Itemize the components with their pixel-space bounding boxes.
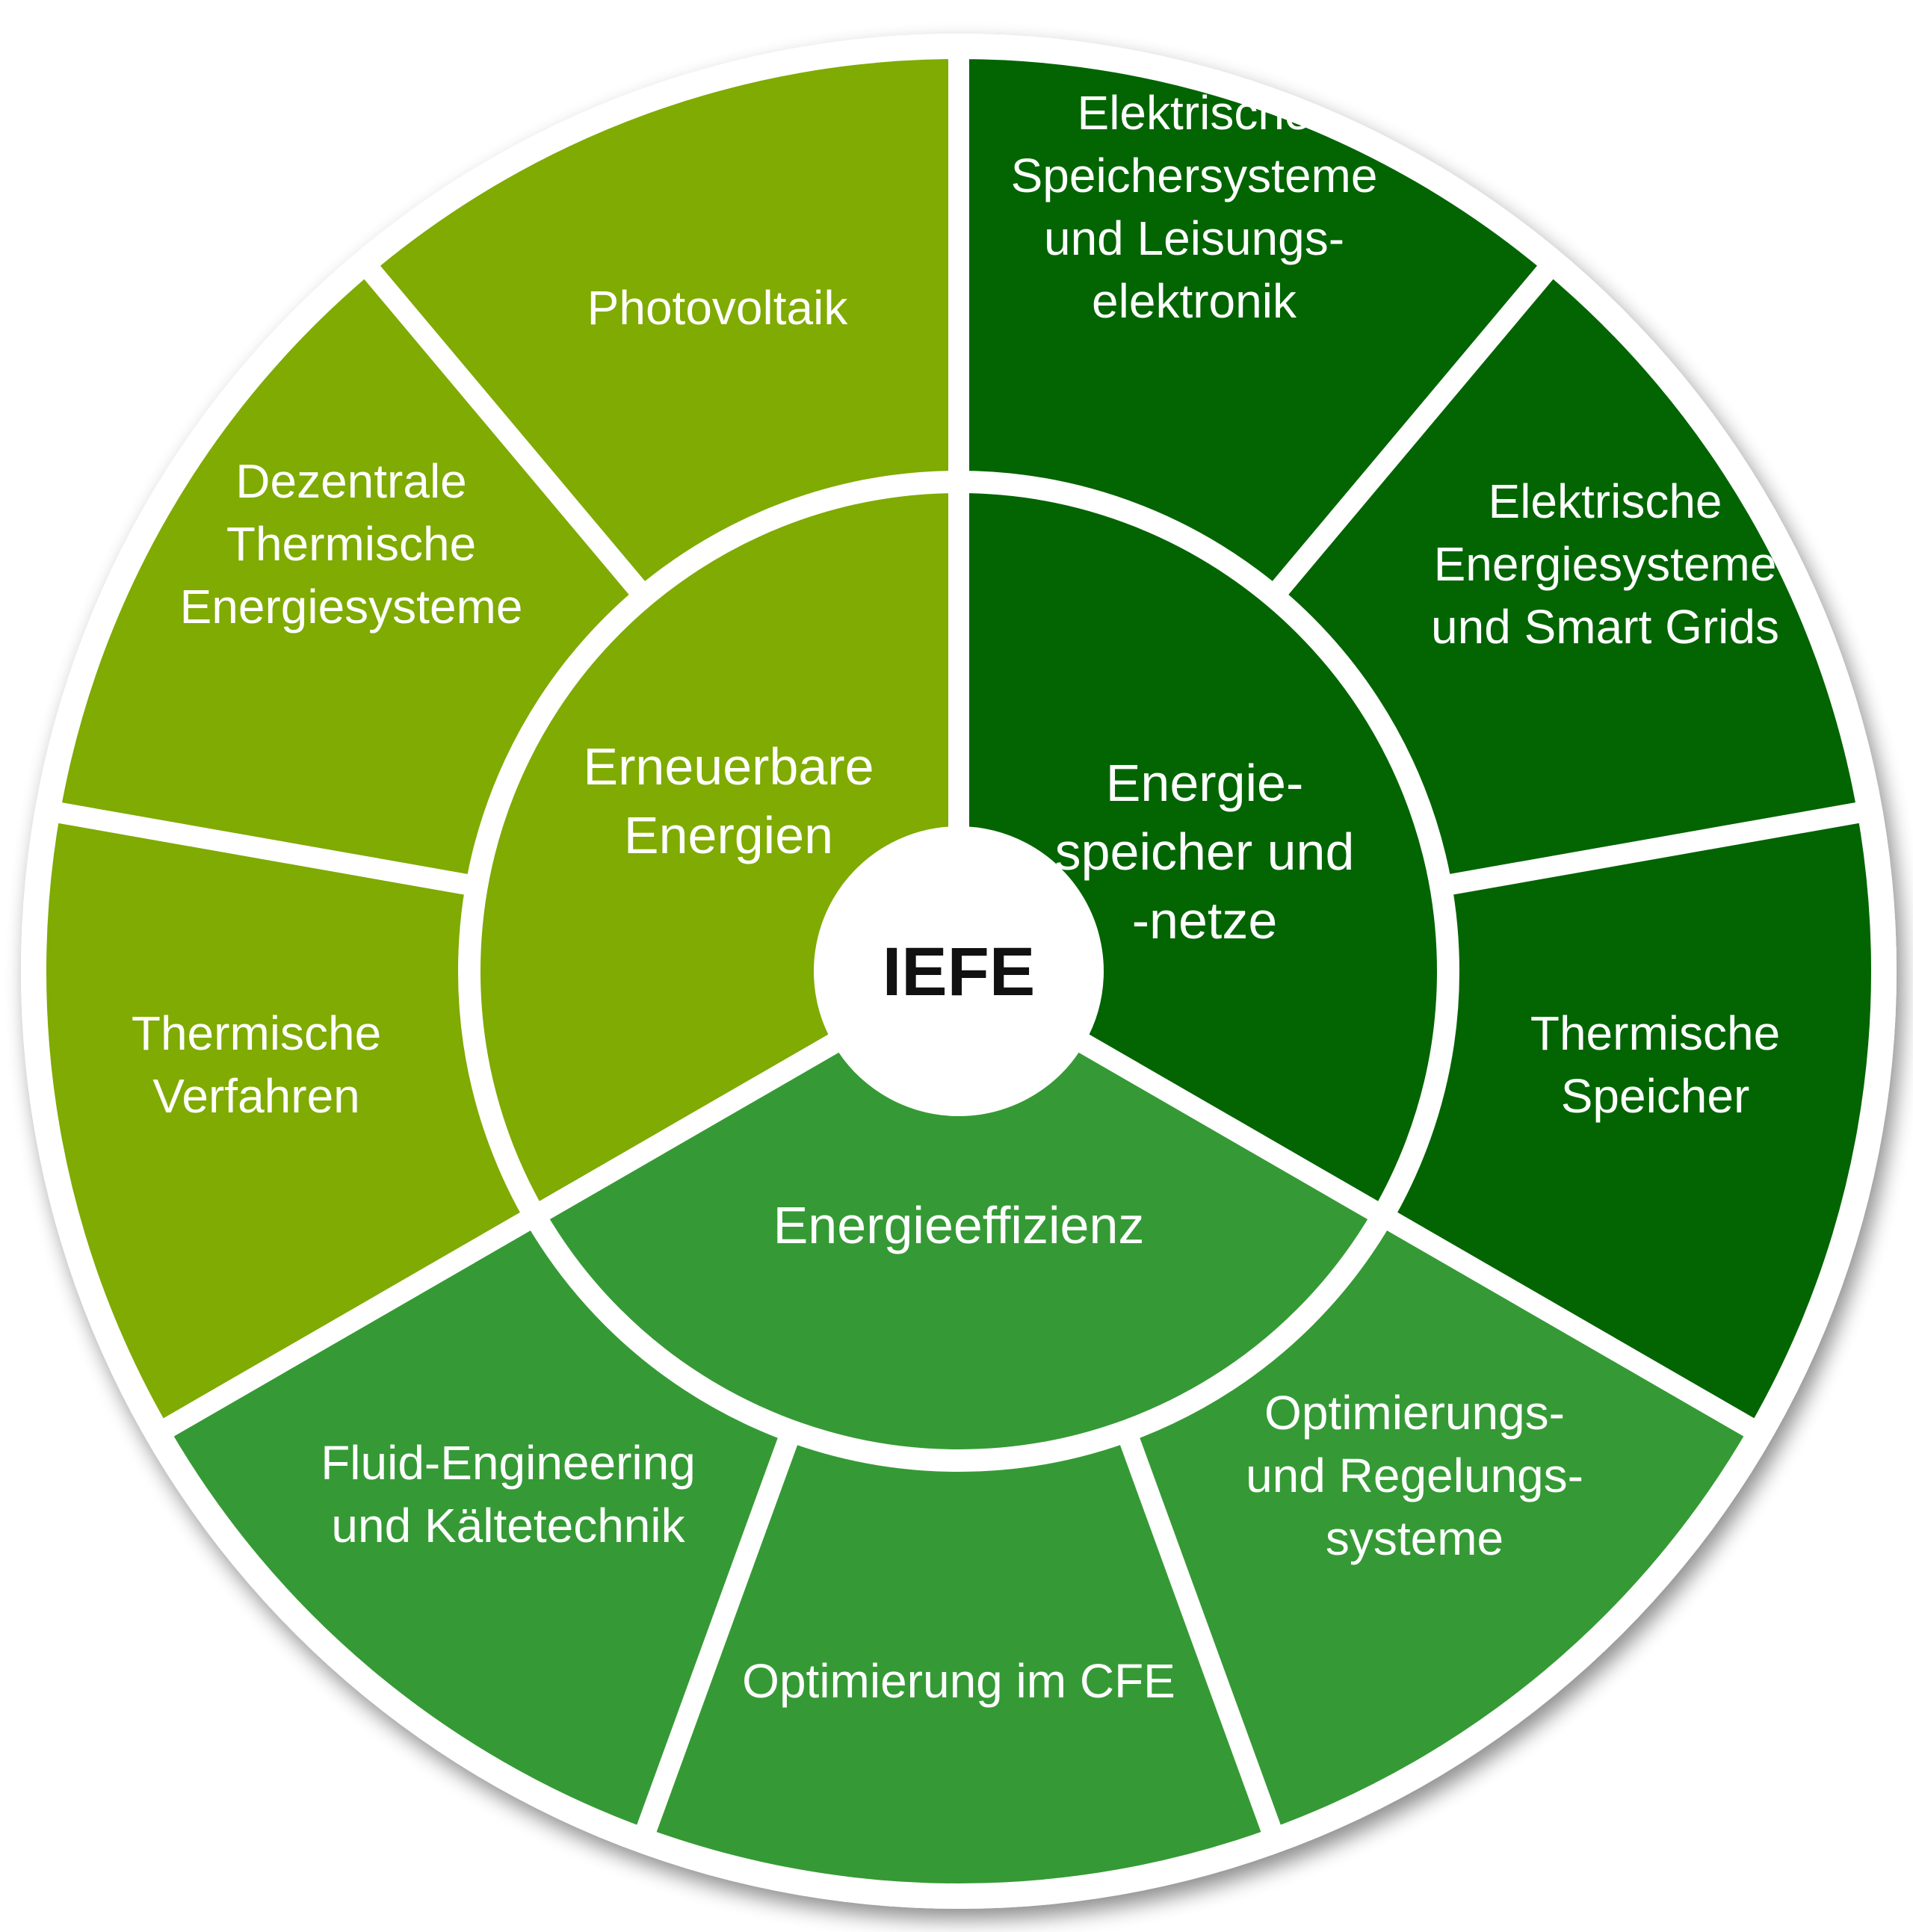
outer-sector-label-line: Verfahren <box>152 1069 360 1123</box>
outer-sector-label-line: und Regelungs- <box>1246 1449 1583 1502</box>
outer-sector-label-line: Speichersysteme <box>1011 149 1378 202</box>
outer-sector-label-line: Energiesysteme <box>180 580 523 634</box>
outer-sector-label-line: Energiesysteme <box>1434 537 1777 591</box>
outer-sector-label-line: Elektrische <box>1489 474 1722 528</box>
outer-sector-label-line: Speicher <box>1561 1069 1750 1123</box>
inner-sector-label-line: speicher und <box>1055 823 1355 881</box>
outer-sector-label-line: Thermische <box>132 1006 381 1060</box>
outer-sector-label-line: systeme <box>1326 1511 1503 1565</box>
outer-sector-label-line: Dezentrale <box>235 454 467 508</box>
center-circle <box>824 837 1093 1106</box>
inner-sector-label-line: Energien <box>624 806 833 864</box>
inner-sector-label-line: Erneuerbare <box>583 737 874 796</box>
outer-sector-label-line: Optimierungs- <box>1264 1386 1565 1440</box>
ring-separator <box>458 471 1459 1472</box>
outer-sector-label-line: und Smart Grids <box>1431 600 1779 654</box>
inner-sector-label-line: Energie- <box>1106 754 1304 812</box>
outer-sector-label-line: Photovoltaik <box>587 281 849 335</box>
inner-sector-label-line: Energieeffizienz <box>773 1196 1145 1254</box>
outer-sector-label-line: Thermische <box>1530 1006 1780 1060</box>
outer-sector-label-line: Elektrische <box>1078 86 1311 140</box>
outer-sector-label-line: und Leisungs- <box>1044 211 1344 265</box>
inner-sector-label-line: -netze <box>1132 891 1278 950</box>
outer-sector-label-line: Thermische <box>226 517 476 571</box>
center-label: IEFE <box>883 934 1035 1010</box>
outer-sector-label-line: Optimierung im CFE <box>742 1654 1175 1708</box>
outer-sector-label-line: und Kältetechnik <box>331 1499 685 1552</box>
outer-sector-label-line: elektronik <box>1092 274 1297 328</box>
outer-sector-label-line: Fluid-Engineering <box>321 1436 696 1490</box>
